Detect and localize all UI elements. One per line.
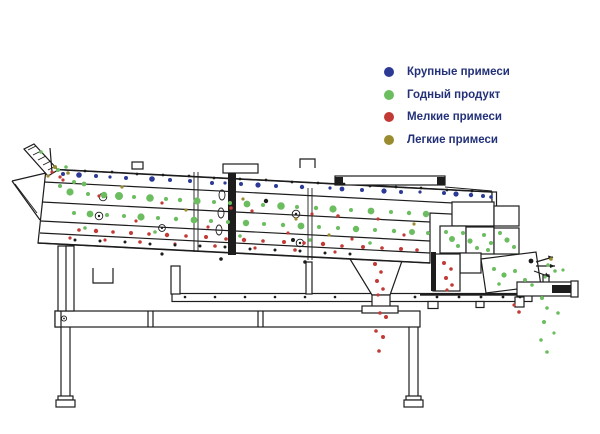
discharge-box <box>459 252 482 274</box>
right-leg <box>403 327 424 408</box>
legend-item-good-product: Годный продукт <box>384 84 510 107</box>
mid-post-2 <box>305 261 313 295</box>
left-hood <box>11 172 47 221</box>
discharge-box <box>493 205 520 227</box>
drive-rail <box>334 175 446 186</box>
upper-rail-right-cap <box>420 293 532 296</box>
bolt-circles <box>94 192 305 248</box>
particles-light-impurities <box>46 165 553 261</box>
rail-bracket <box>514 296 525 308</box>
legend-item-light-impurities: Легкие примеси <box>384 129 510 152</box>
large-impurities-dot-icon <box>384 67 394 78</box>
upper-frame-rail <box>171 292 533 303</box>
rail-bracket <box>427 300 439 310</box>
particles-small-impurities <box>50 170 521 353</box>
support-frame <box>54 245 533 408</box>
legend-label: Легкие примеси <box>407 133 498 146</box>
legend-label: Годный продукт <box>407 88 501 101</box>
legend-label: Крупные примеси <box>407 66 510 79</box>
center-divider <box>228 173 236 255</box>
light-impurities-dot-icon <box>384 134 394 145</box>
legend-item-large-impurities: Крупные примеси <box>384 61 510 84</box>
small-impurity-box <box>432 253 461 292</box>
legend-label: Мелкие примеси <box>407 111 502 124</box>
hopper <box>348 258 403 314</box>
frame-bracket <box>92 268 114 284</box>
discharge-assembly <box>431 191 579 298</box>
deck-hook <box>299 158 316 168</box>
deck-plate <box>222 163 259 174</box>
legend-item-small-impurities: Мелкие примеси <box>384 106 510 129</box>
deck-bracket <box>131 161 144 170</box>
sieve-body <box>37 158 493 264</box>
discharge-box <box>451 201 495 227</box>
legend: Крупные примеси Годный продукт Мелкие пр… <box>384 61 510 151</box>
left-leg <box>55 327 76 408</box>
small-impurities-dot-icon <box>384 112 394 123</box>
mid-post <box>170 265 181 295</box>
good-product-dot-icon <box>384 89 394 100</box>
rail-bracket <box>475 300 485 309</box>
particles-large-impurities <box>61 172 493 199</box>
particles-good-product <box>39 150 565 354</box>
fastener-dots <box>73 169 534 299</box>
